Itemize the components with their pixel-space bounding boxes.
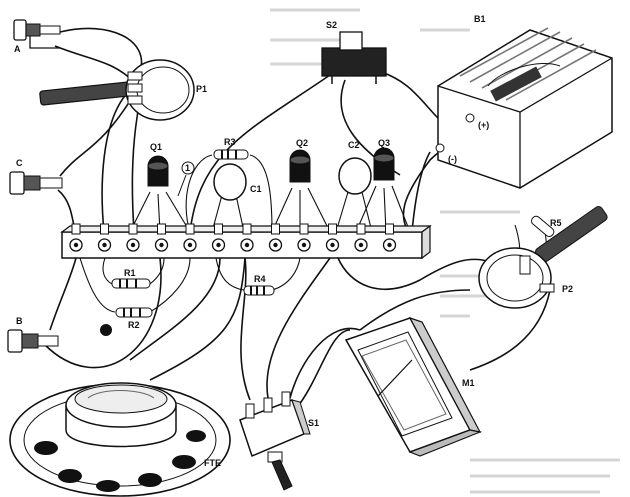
resistor-r2: R2 bbox=[115, 307, 153, 330]
label-battery-minus: (-) bbox=[448, 154, 457, 164]
switch-s1: S1 bbox=[239, 391, 319, 491]
potentiometer-p2: P2 bbox=[478, 206, 608, 309]
marker-1: 1 bbox=[177, 161, 195, 197]
transistor-q2: Q2 bbox=[289, 138, 311, 183]
label-resistor-r2: R2 bbox=[128, 320, 140, 330]
label-capacitor-c2: C2 bbox=[348, 140, 360, 150]
resistor-r3: R3 bbox=[213, 137, 249, 160]
label-switch-s2: S2 bbox=[326, 20, 337, 30]
speaker-fte: FTE bbox=[9, 382, 231, 497]
resistor-r1: R1 bbox=[111, 268, 151, 289]
label-pot-p2: P2 bbox=[562, 284, 573, 294]
label-transistor-q1: Q1 bbox=[150, 142, 162, 152]
strip-lug bbox=[268, 223, 283, 252]
label-terminal-c: C bbox=[16, 158, 23, 168]
label-transistor-q2: Q2 bbox=[296, 138, 308, 148]
label-transistor-q3: Q3 bbox=[378, 138, 390, 148]
meter-m1: M1 bbox=[344, 316, 483, 457]
label-marker-1: 1 bbox=[185, 163, 190, 173]
label-terminal-a: A bbox=[14, 44, 21, 54]
terminal-strip bbox=[60, 223, 432, 260]
label-speaker-fte: FTE bbox=[204, 458, 221, 468]
label-switch-s1: S1 bbox=[308, 418, 319, 428]
terminal-b: B bbox=[7, 316, 59, 353]
capacitor-c2: C2 bbox=[338, 140, 372, 195]
strip-lug bbox=[354, 223, 368, 252]
strip-lug bbox=[297, 223, 311, 252]
potentiometer-p1: P1 bbox=[39, 59, 207, 121]
strip-lug bbox=[183, 223, 197, 252]
strip-lug bbox=[382, 223, 397, 252]
solder-blob bbox=[100, 324, 112, 336]
strip-lug bbox=[126, 223, 140, 252]
transistor-q1: Q1 bbox=[147, 142, 169, 187]
label-resistor-r5: R5 bbox=[550, 218, 562, 228]
label-resistor-r1: R1 bbox=[124, 268, 136, 278]
label-meter-m1: M1 bbox=[462, 378, 475, 388]
transistor-q3: Q3 bbox=[373, 138, 395, 181]
resistor-r5: R5 bbox=[530, 215, 562, 238]
label-capacitor-c1: C1 bbox=[250, 184, 262, 194]
resistor-r4: R4 bbox=[243, 274, 275, 296]
strip-lug bbox=[154, 223, 169, 252]
strip-lug bbox=[325, 223, 340, 252]
label-resistor-r4: R4 bbox=[254, 274, 266, 284]
label-battery-plus: (+) bbox=[478, 120, 489, 130]
label-battery-b1: B1 bbox=[474, 14, 486, 24]
strip-lug bbox=[97, 223, 112, 252]
battery-b1: B1 (+) (-) bbox=[435, 14, 613, 189]
label-terminal-b: B bbox=[16, 316, 23, 326]
strip-lug bbox=[211, 223, 226, 252]
terminal-c: C bbox=[9, 158, 63, 195]
terminal-a: A bbox=[13, 19, 61, 54]
capacitor-c1: C1 bbox=[213, 163, 262, 201]
strip-lug bbox=[240, 223, 254, 252]
label-resistor-r3: R3 bbox=[224, 137, 236, 147]
label-pot-p1: P1 bbox=[196, 84, 207, 94]
switch-s2: S2 bbox=[321, 20, 387, 84]
strip-lug bbox=[69, 223, 83, 252]
